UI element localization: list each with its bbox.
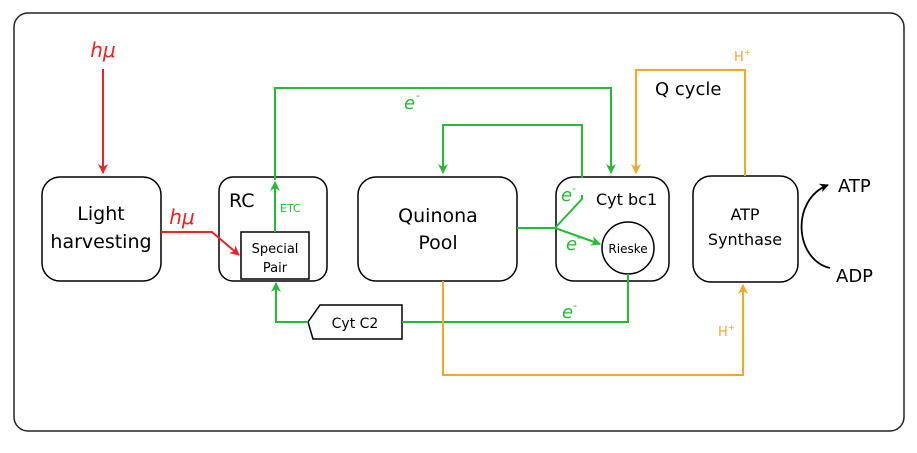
quinona-pool-box: Quinona Pool	[357, 176, 518, 282]
cyt-c2-tag: Cyt C2	[307, 304, 403, 340]
electron-label-top: e -	[404, 89, 420, 114]
svg-text:-: -	[572, 182, 576, 195]
light-harvesting-label-2: harvesting	[50, 231, 151, 253]
svg-text:-: -	[577, 231, 581, 244]
svg-text:H: H	[734, 50, 744, 65]
electron-label-bottom: e -	[562, 299, 577, 323]
electron-path-loop	[438, 124, 583, 178]
special-pair-label-2: Pair	[263, 261, 288, 276]
svg-text:-: -	[416, 89, 420, 102]
electron-label-bc1-upper: e -	[561, 182, 576, 206]
rieske-label: Rieske	[608, 242, 647, 256]
svg-text:+: +	[728, 323, 735, 332]
light-harvesting-label-1: Light	[77, 203, 124, 225]
svg-text:+: +	[744, 48, 751, 57]
svg-text:e: e	[566, 234, 577, 255]
proton-label-top: H +	[734, 48, 751, 65]
quinona-pool-label-1: Quinona	[398, 205, 478, 227]
electron-path-top	[274, 87, 616, 180]
rc-label: RC	[229, 190, 255, 212]
rieske-circle: Rieske	[601, 221, 655, 275]
photon-label-mid: hμ	[169, 205, 194, 229]
proton-path-q-cycle	[631, 69, 746, 176]
electron-path-bottom	[402, 274, 629, 323]
photon-label-top: hμ	[90, 38, 115, 62]
photon-arrow-mid	[161, 231, 240, 256]
atp-synthase-label-1: ATP	[730, 205, 759, 224]
q-cycle-label: Q cycle	[655, 79, 721, 100]
adp-label: ADP	[836, 266, 873, 287]
electron-path-quinona-rieske	[517, 227, 601, 246]
cyt-c2-label: Cyt C2	[332, 316, 379, 332]
svg-text:-: -	[573, 299, 577, 312]
svg-text:e: e	[404, 93, 415, 114]
electron-path-cytc2-sp	[271, 282, 308, 323]
atp-label: ATP	[838, 176, 871, 197]
quinona-pool-label-2: Pool	[418, 232, 457, 254]
etc-label: ETC	[280, 202, 301, 215]
electron-path-diagonal	[554, 195, 583, 229]
electron-label-bc1-lower: e -	[566, 231, 581, 255]
proton-label-bottom: H +	[718, 323, 735, 340]
svg-text:e: e	[562, 302, 573, 323]
atp-adp-curve	[800, 183, 831, 269]
atp-synthase-box: ATP Synthase	[692, 175, 799, 283]
svg-text:H: H	[718, 325, 728, 340]
proton-path-bottom	[442, 281, 748, 376]
atp-synthase-label-2: Synthase	[708, 230, 782, 249]
special-pair-label-1: Special	[252, 242, 299, 257]
svg-text:e: e	[561, 185, 572, 206]
special-pair-box: Special Pair	[240, 231, 310, 280]
light-harvesting-box: Light harvesting	[41, 176, 162, 282]
cyt-bc1-label: Cyt bc1	[596, 190, 657, 209]
